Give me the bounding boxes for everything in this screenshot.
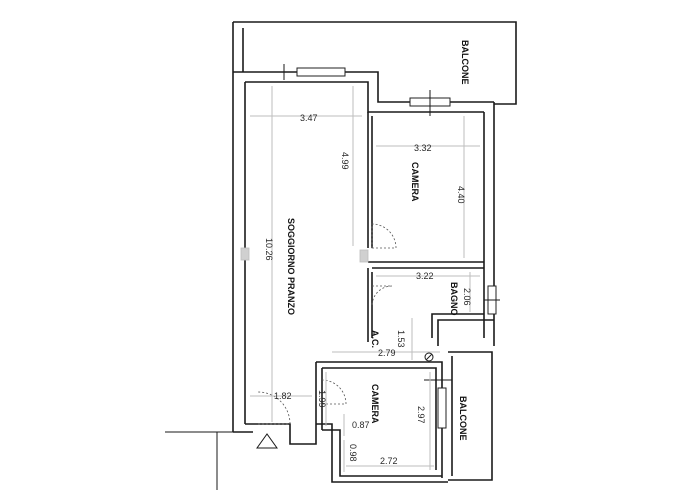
dim-10-26: 10.26 [264,238,274,261]
ac-unit-icon-slash [425,353,433,361]
label-balcone-top: BALCONE [460,40,470,85]
ac-unit-icon [424,352,434,362]
dimension-labels: 3.47 4.99 10.26 3.32 4.40 3.22 2.06 1.53… [264,113,472,466]
door-entrance [257,391,291,425]
bottom-wall [245,423,317,445]
dim-4-40: 4.40 [456,186,466,204]
camera-bottom-top-wall [316,361,443,478]
room-labels: BALCONE SOGGIORNO PRANZO CAMERA BAGNO A.… [286,40,470,441]
doors [256,223,434,449]
dim-4-99: 4.99 [340,152,350,170]
bagno-bottom-wall-b [437,319,494,346]
dim-2-79: 2.79 [378,348,396,358]
window-camera-bottom [437,387,447,429]
camera-bottom-bottom-wall [322,429,442,477]
label-ac: A.C. [370,330,380,348]
bagno-bottom-wall [431,313,484,338]
dim-2-97: 2.97 [416,406,426,424]
dim-2-06: 2.06 [462,288,472,306]
dim-0-98: 0.98 [348,444,358,462]
dim-1-53: 1.53 [396,330,406,348]
label-camera-bottom: CAMERA [370,384,380,424]
windows [283,64,500,429]
dim-1-82: 1.82 [274,391,292,401]
balcony-top-wall [233,21,517,105]
label-bagno: BAGNO [449,282,459,316]
dim-1-99: 1.99 [317,390,327,408]
camera-bottom-bottom-wall-b [316,423,448,483]
label-camera-top: CAMERA [410,162,420,202]
pillar-center [359,249,369,263]
dim-3-47: 3.47 [300,113,318,123]
dim-3-32: 3.32 [414,143,432,153]
label-balcone-right: BALCONE [458,396,468,441]
dim-2-72: 2.72 [380,456,398,466]
label-soggiorno: SOGGIORNO PRANZO [286,218,296,315]
window-top-living [296,67,346,77]
dim-0-87: 0.87 [352,420,370,430]
door-bagno [371,285,393,307]
dim-3-22: 3.22 [416,271,434,281]
door-camera-top [371,223,397,249]
balcony-right-wall [448,351,493,481]
camera-bottom-top-wall-b [322,367,437,470]
dimension-lines [250,86,480,472]
entrance-triangle [256,433,278,449]
top-inner-wall [245,81,484,113]
pillar-left [240,247,250,261]
